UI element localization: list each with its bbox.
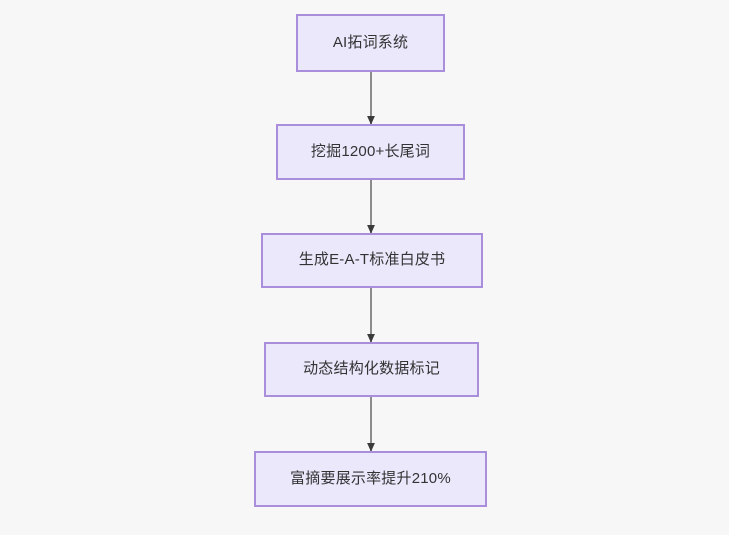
flowchart-node-generate-eat-whitepaper[interactable]: 生成E-A-T标准白皮书: [261, 233, 483, 288]
node-label: 富摘要展示率提升210%: [290, 469, 451, 487]
node-label: 动态结构化数据标记: [303, 360, 440, 378]
node-label: 挖掘1200+长尾词: [310, 142, 431, 160]
flowchart-node-dynamic-structured-data-markup[interactable]: 动态结构化数据标记: [264, 342, 479, 397]
node-label: AI拓词系统: [332, 33, 409, 51]
flowchart-node-ai-keyword-system[interactable]: AI拓词系统: [296, 14, 445, 72]
node-label: 生成E-A-T标准白皮书: [298, 251, 446, 269]
flowchart-node-mine-longtail-keywords[interactable]: 挖掘1200+长尾词: [276, 124, 465, 180]
flowchart-node-rich-snippet-impression-lift[interactable]: 富摘要展示率提升210%: [254, 451, 487, 507]
